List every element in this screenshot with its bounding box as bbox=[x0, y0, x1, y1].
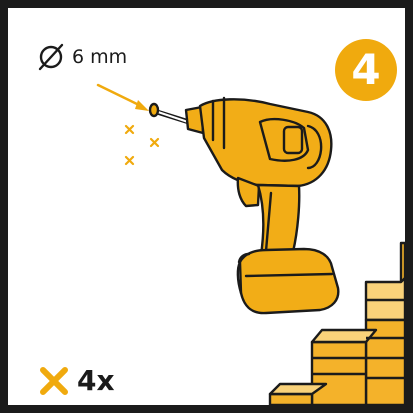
drill-diameter-value: 6 mm bbox=[72, 45, 128, 68]
cordless-drill-icon bbox=[148, 96, 340, 315]
drilling-illustration bbox=[96, 83, 405, 405]
guide-arrow bbox=[96, 83, 149, 111]
drill-size-label: 6 mm bbox=[36, 42, 127, 72]
cross-mark-icon bbox=[40, 367, 68, 395]
quantity-value: 4x bbox=[77, 364, 115, 397]
step-number-badge: 4 bbox=[335, 39, 397, 101]
diameter-icon bbox=[38, 43, 64, 71]
staircase bbox=[268, 241, 405, 405]
quantity-indicator: 4x bbox=[38, 365, 115, 397]
hole-mark-icon bbox=[124, 124, 160, 166]
